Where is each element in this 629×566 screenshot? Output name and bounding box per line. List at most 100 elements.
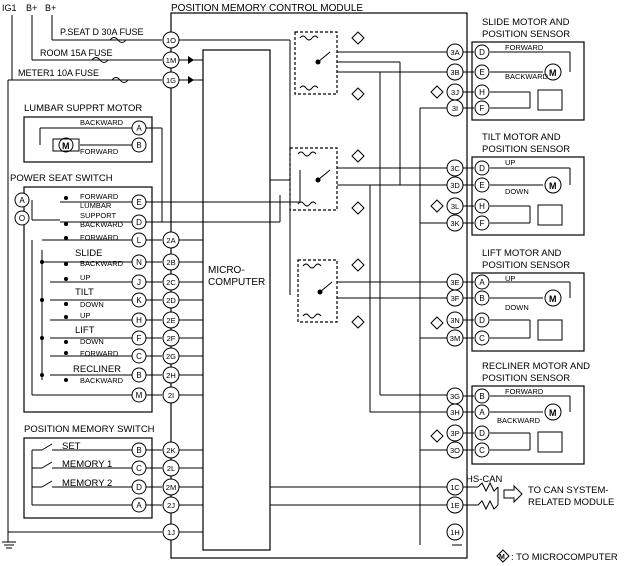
pin-label-1c: 1C [450,483,460,492]
pin-label-pss-m: M [136,391,143,400]
pin-pms-d [131,479,147,495]
pin-label-2i: 2I [168,391,174,400]
relay-output-wires [337,51,447,413]
lift-down-label: DOWN [505,303,529,312]
pms-box [23,437,153,519]
pin-pss-o [14,210,30,226]
pin-pss-d [131,214,147,230]
pin-pms-c [131,460,147,476]
tilt-title-1: TILT MOTOR AND [482,132,561,143]
pin-label-pss-d: D [136,218,142,227]
lift-motor-internals [490,281,571,341]
pin-label-3n: 3N [450,316,460,325]
pin-label-3o: 3O [450,446,460,455]
pin-ti-h [474,198,490,214]
pin-label-1m: 1M [166,56,176,65]
recliner-motor-box [471,385,585,465]
micro-label-2: COMPUTER [208,277,265,288]
diode-room [188,56,194,64]
pin-label-3l: 3L [451,202,459,211]
pin-label-3h: 3H [450,408,460,417]
pin-2h [162,366,180,384]
pin-1e [446,496,464,514]
lumbar-forward-label: FORWARD [80,147,119,156]
pin-2e [162,311,180,329]
hscan-wires [463,481,523,511]
pss-slide-label: SLIDE [75,248,102,259]
pin-2d [162,291,180,309]
pin-2i [162,386,180,404]
pin-label-sl-e: E [479,68,484,77]
pss-internal-wires [31,200,136,396]
lumbar-title: LUMBAR SUPPRT MOTOR [24,103,142,114]
pin-label-pss-o: O [19,214,25,223]
pin-sl-h [474,84,490,100]
legend-symbol: M [499,554,505,561]
module-pin-wires [8,239,447,533]
pin-3c [446,159,464,177]
pin-1c [446,478,464,496]
micro-label-1: MICRO- [208,265,245,276]
pin-label-li-c: C [479,334,485,343]
pin-2l [162,459,180,477]
pin-label-pss-n: N [136,258,142,267]
pin-label-pss-h: H [136,316,142,325]
slide-title-1: SLIDE MOTOR AND [482,17,570,28]
pin-ti-e [474,177,490,193]
pin-pss-j [131,274,147,290]
pin-label-pms-b: B [136,446,141,455]
pin-label-3c: 3C [450,164,460,173]
pin-2f [162,329,180,347]
pin-1m [162,51,180,69]
pss-tilt-label: TILT [75,287,94,298]
diode-meter [188,76,194,84]
pin-label-3g: 3G [450,392,460,401]
pin-pss-k [131,292,147,308]
pin-pms-b [131,442,147,458]
pss-lumbar-label: LUMBAR [80,201,112,210]
pin-3a [446,43,464,61]
pin-label-2m: 2M [166,483,176,492]
pss-contacts [40,196,68,382]
pin-sl-d [474,44,490,60]
pss-recliner-label: RECLINER [73,364,121,375]
pin-3o [446,441,464,459]
pms-internal-wires [31,443,136,506]
recliner-title-1: RECLINER MOTOR AND [482,361,590,372]
legend-text: : TO MICROCOMPUTER [511,552,618,563]
pin-label-2h: 2H [166,371,176,380]
pin-3l [446,197,464,215]
pin-2a [162,231,180,249]
pss-lift-down: DOWN [80,337,104,346]
pin-label-3i: 3I [452,104,458,113]
pss-title: POWER SEAT SWITCH [10,173,113,184]
microcomputer-box [202,49,271,551]
pss-lift-up: UP [80,311,90,320]
pin-1h [446,523,464,541]
pin-sl-f [474,100,490,116]
lift-title-1: LIFT MOTOR AND [482,248,561,259]
battery-label-2: B+ [45,3,56,13]
pin-label-pss-j: J [137,278,141,287]
pin-3i [446,99,464,117]
pms-memory1-label: MEMORY 1 [62,459,112,470]
pin-lum-b [131,137,147,153]
pin-label-pms-c: C [136,464,142,473]
pin-label-3m: 3M [450,334,460,343]
pin-label-sl-f: F [480,104,485,113]
pin-label-re-a: A [479,408,485,417]
pss-slide-forward: FORWARD [80,233,119,242]
pin-label-lum-a: A [136,124,142,133]
tilt-down-label: DOWN [505,187,529,196]
pin-label-ti-h: H [479,202,485,211]
pin-re-c [474,442,490,458]
pin-3f [446,289,464,307]
pin-pss-e [131,194,147,210]
lift-motor-icon: M [549,294,557,304]
legend-marker [496,549,510,563]
pin-label-2j: 2J [167,501,175,510]
pin-pss-h [131,312,147,328]
tilt-motor-internals [490,167,571,226]
pin-label-3d: 3D [450,181,460,190]
pin-re-d [474,425,490,441]
